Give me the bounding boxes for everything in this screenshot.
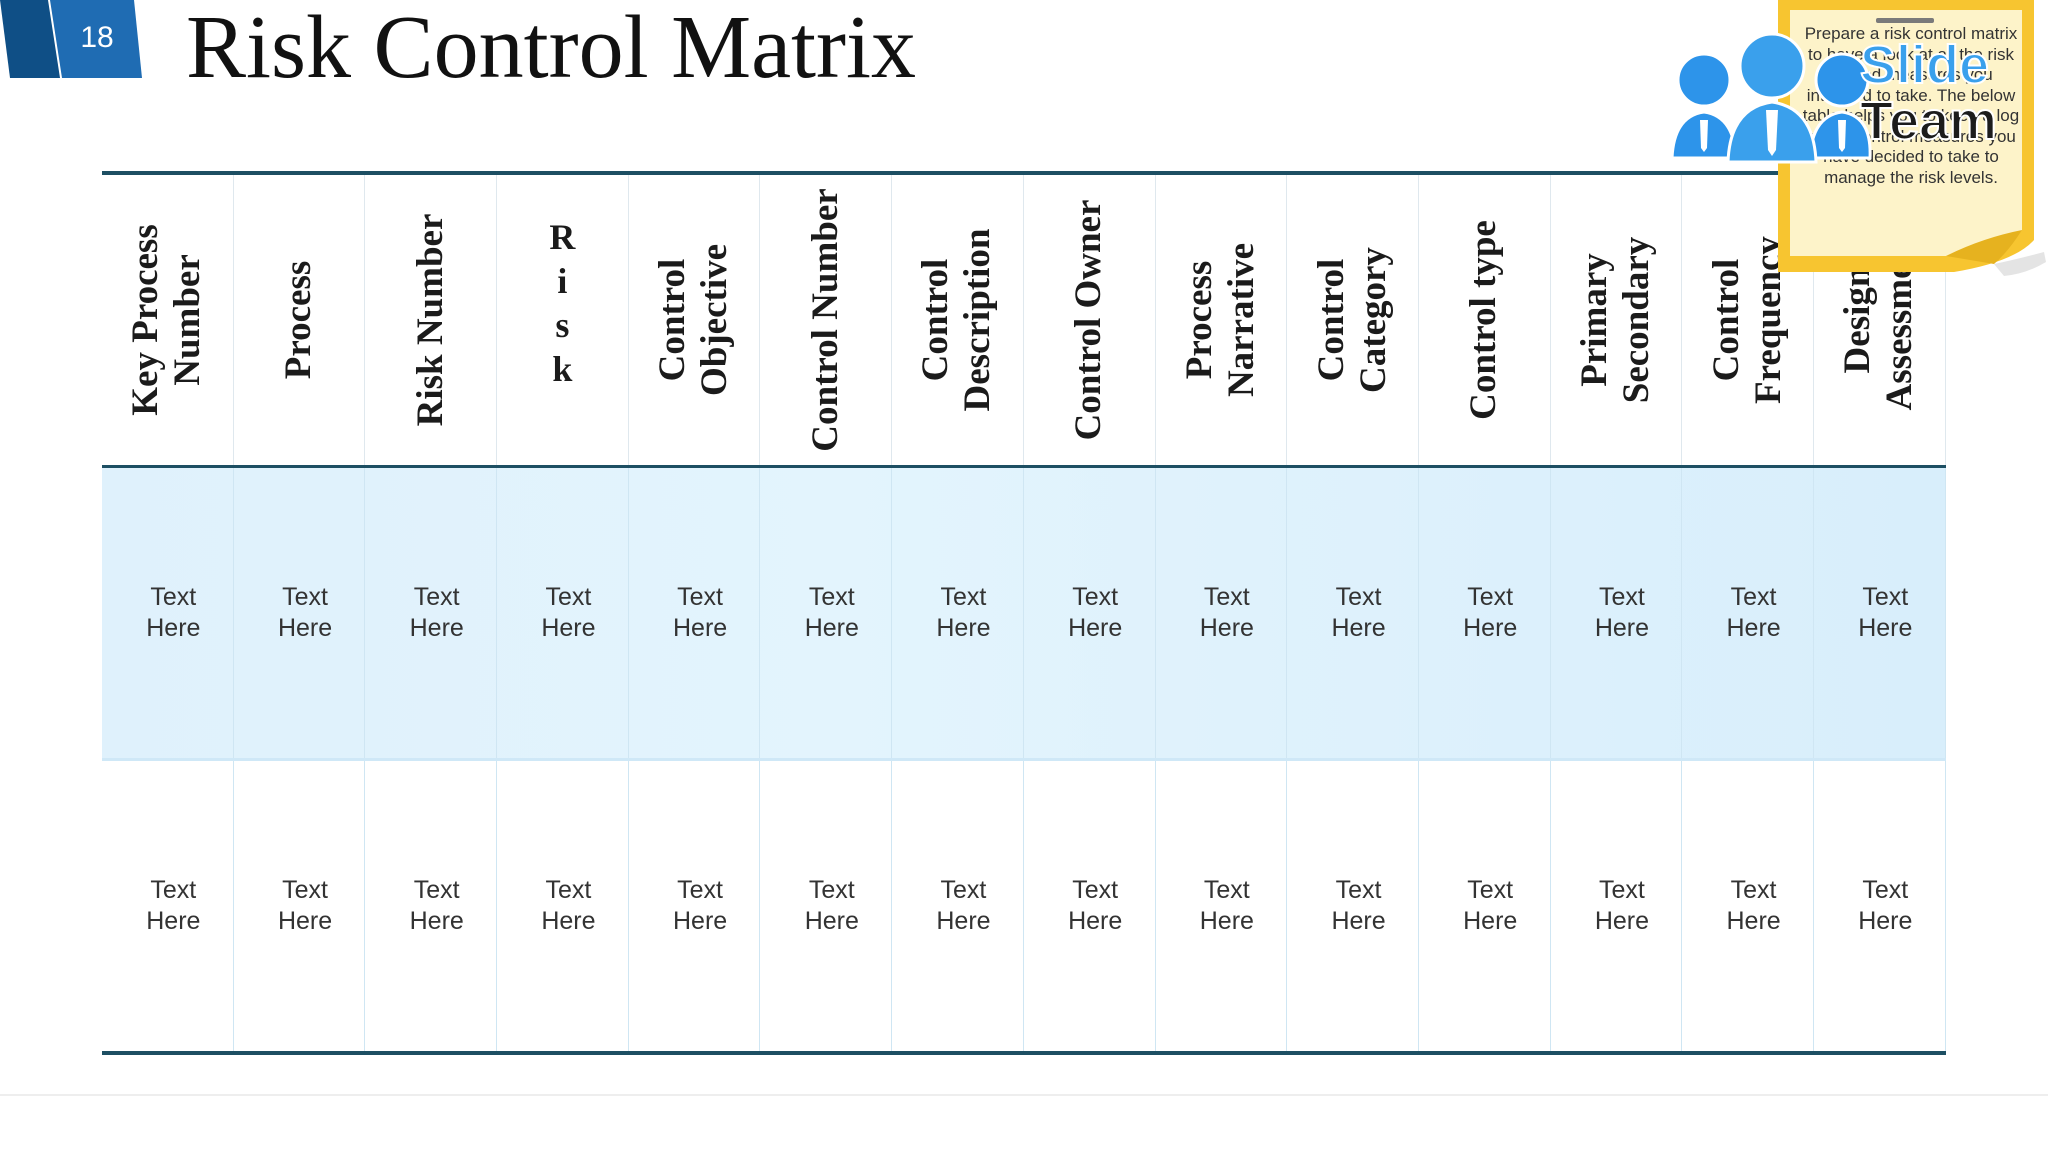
table-cell: Text Here [629, 761, 761, 1051]
column-header: Primary Secondary [1551, 175, 1683, 465]
table-cell: Text Here [892, 468, 1024, 758]
table-cell: Text Here [1287, 761, 1419, 1051]
logo-word-team: Team [1859, 90, 1998, 152]
table-cell: Text Here [497, 468, 629, 758]
column-header: Process [234, 175, 366, 465]
column-header: Control Objective [629, 175, 761, 465]
table-cell: Text Here [1287, 468, 1419, 758]
table-cell: Text Here [1682, 761, 1814, 1051]
table-cell: Text Here [1814, 468, 1946, 758]
column-header: Control type [1419, 175, 1551, 465]
table-cell: Text Here [1682, 468, 1814, 758]
column-header: Process Narrative [1156, 175, 1288, 465]
table-cell: Text Here [1551, 468, 1683, 758]
table-cell: Text Here [892, 761, 1024, 1051]
slide-number: 18 [80, 21, 114, 54]
table-cell: Text Here [1024, 468, 1156, 758]
table-cell: Text Here [365, 468, 498, 758]
table-cell: Text Here [1156, 761, 1288, 1051]
column-header: Risk Number [365, 175, 498, 465]
table-cell: Text Here [102, 761, 234, 1051]
column-header-risk: R i s k [497, 175, 629, 465]
table-bottom-rule [102, 1051, 1946, 1055]
table-header-row: Key Process Number Process Risk Number R… [102, 175, 1946, 465]
header-divider-rule [102, 465, 1946, 468]
logo-word-slide: Slide [1859, 34, 1990, 96]
table-cell: Text Here [234, 468, 366, 758]
table-cell: Text Here [497, 761, 629, 1051]
column-header: Design Assessment [1814, 175, 1946, 465]
table-cell: Text Here [1814, 761, 1946, 1051]
table-cell: Text Here [234, 761, 366, 1051]
column-header: Control Category [1287, 175, 1419, 465]
column-header: Key Process Number [102, 175, 234, 465]
column-header: Control Number [760, 175, 893, 465]
table-cell: Text Here [1156, 468, 1288, 758]
table-cell: Text Here [1419, 468, 1551, 758]
table-top-rule [102, 171, 1946, 175]
slide-number-badge: 18 [0, 0, 145, 78]
team-people-icon [1670, 32, 1872, 164]
table-cell: Text Here [760, 468, 893, 758]
table-cell: Text Here [760, 761, 893, 1051]
slideteam-logo: Slide Team [1664, 28, 2024, 168]
table-row: Text Here Text Here Text Here Text Here … [102, 761, 1946, 1051]
table-row: Text Here Text Here Text Here Text Here … [102, 468, 1946, 761]
page-title: Risk Control Matrix [186, 0, 917, 97]
table-cell: Text Here [365, 761, 498, 1051]
note-clip-icon [1876, 18, 1934, 23]
risk-stacked-label: R i s k [549, 217, 576, 389]
column-header: Control Description [892, 175, 1024, 465]
table-cell: Text Here [629, 468, 761, 758]
table-cell: Text Here [1551, 761, 1683, 1051]
table-cell: Text Here [1024, 761, 1156, 1051]
table-cell: Text Here [102, 468, 234, 758]
footer-divider [0, 1094, 2048, 1096]
column-header: Control Frequency [1682, 175, 1814, 465]
column-header: Control Owner [1024, 175, 1156, 465]
table-cell: Text Here [1419, 761, 1551, 1051]
